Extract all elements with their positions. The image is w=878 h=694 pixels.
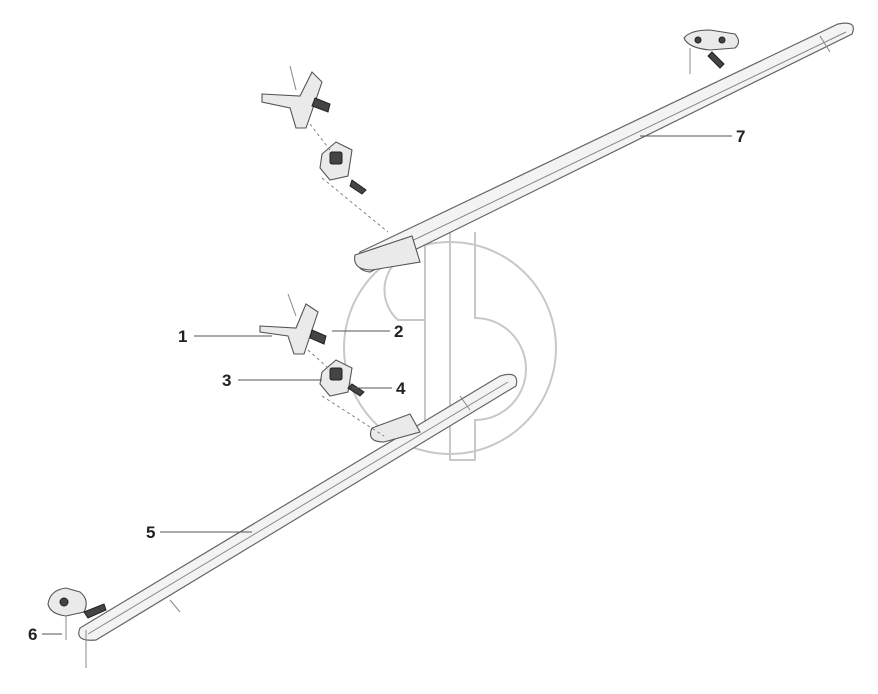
callout-6: 6 <box>28 625 37 644</box>
callout-labels: 1 2 3 4 5 6 7 <box>28 127 745 644</box>
callout-5: 5 <box>146 523 155 542</box>
upper-rear-mount <box>683 29 740 74</box>
callout-4: 4 <box>396 379 406 398</box>
lower-roof-rail <box>78 373 518 641</box>
upper-roof-rail <box>354 22 854 273</box>
upper-bracket-assembly <box>261 65 389 233</box>
leader-lines <box>42 135 732 635</box>
callout-2: 2 <box>394 322 403 341</box>
lower-bracket-assembly <box>259 293 385 437</box>
callout-7: 7 <box>736 127 745 146</box>
callout-3: 3 <box>222 371 231 390</box>
callout-1: 1 <box>178 327 187 346</box>
lower-front-mount <box>47 587 107 668</box>
